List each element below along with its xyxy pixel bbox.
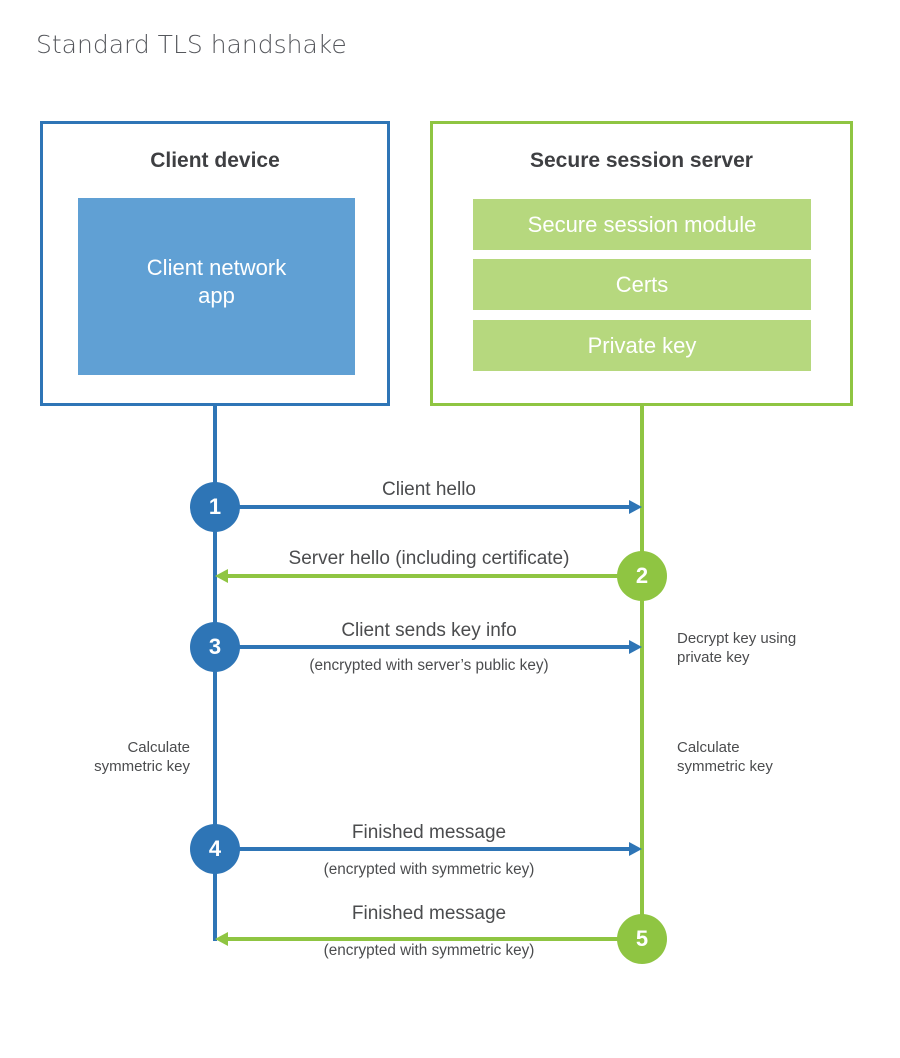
arrowhead-step-5	[215, 932, 228, 946]
step-circle-1: 1	[190, 482, 240, 532]
arrowhead-step-3	[629, 640, 642, 654]
step-circle-5: 5	[617, 914, 667, 964]
arrowhead-step-1	[629, 500, 642, 514]
step-circle-3: 3	[190, 622, 240, 672]
arrowhead-step-4	[629, 842, 642, 856]
arrowhead-step-2	[215, 569, 228, 583]
step-3-sublabel: (encrypted with server’s public key)	[309, 657, 549, 674]
decrypt-key-note: Decrypt key using private key	[677, 630, 797, 666]
server-lifeline	[640, 404, 644, 939]
client-lifeline	[213, 404, 217, 941]
client-device-header: Client device	[150, 149, 280, 172]
step-1-label: Client hello	[382, 479, 476, 500]
server-certs-bar: Certs	[473, 259, 811, 310]
step-4-sublabel: (encrypted with symmetric key)	[323, 861, 535, 878]
step-4-label: Finished message	[351, 822, 507, 843]
step-3-label: Client sends key info	[341, 620, 517, 641]
step-circle-4: 4	[190, 824, 240, 874]
step-2-label: Server hello (including certificate)	[288, 548, 570, 569]
step-5-label: Finished message	[351, 903, 507, 924]
step-circle-2: 2	[617, 551, 667, 601]
arrow-shaft-step-2	[228, 574, 642, 578]
server-header: Secure session server	[530, 149, 753, 172]
diagram-title: Standard TLS handshake	[36, 30, 347, 59]
calculate-symmetric-key-note-client: Calculate symmetric key	[94, 739, 190, 775]
server-private-key-bar: Private key	[473, 320, 811, 371]
client-network-app-block: Client network app	[78, 198, 355, 375]
arrow-shaft-step-4	[215, 847, 631, 851]
arrow-shaft-step-5	[228, 937, 642, 941]
step-5-sublabel: (encrypted with symmetric key)	[323, 942, 535, 959]
server-module-bar: Secure session module	[473, 199, 811, 250]
arrow-shaft-step-1	[215, 505, 631, 509]
calculate-symmetric-key-note-server: Calculate symmetric key	[677, 739, 773, 775]
arrow-shaft-step-3	[215, 645, 631, 649]
